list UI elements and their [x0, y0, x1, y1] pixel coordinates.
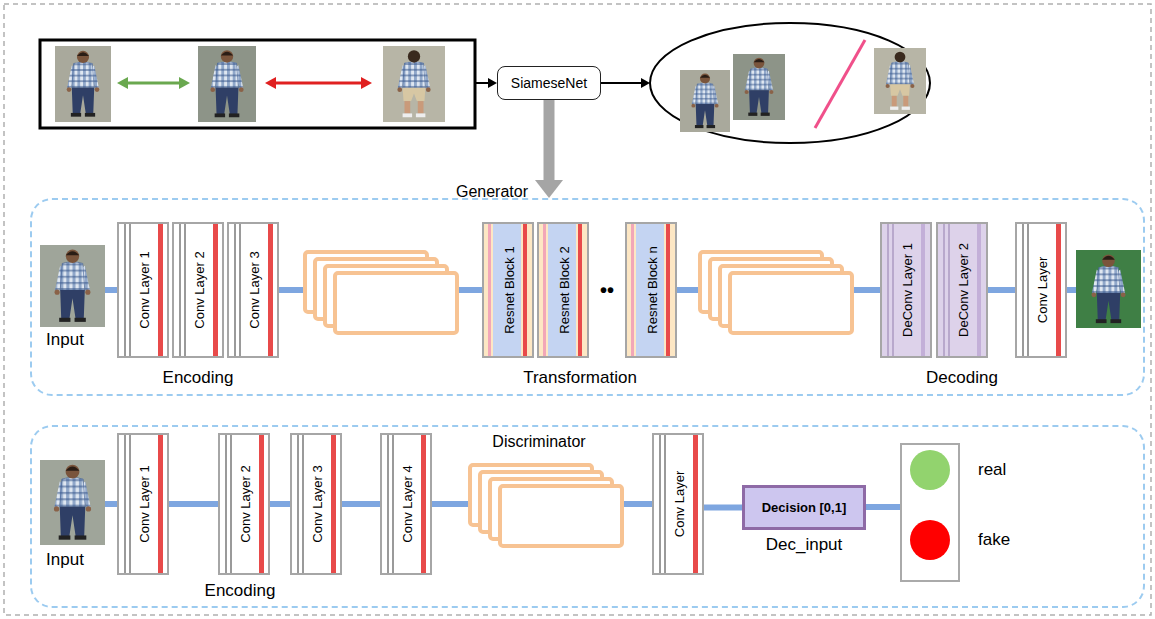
connector-line: [988, 287, 1015, 293]
deconv-layer: DeConv Layer 2: [936, 222, 988, 358]
connector-line: [270, 501, 290, 507]
layer-label: Conv Layer: [672, 471, 687, 537]
legend-swatch: [910, 450, 950, 490]
conv-layer: Conv Layer 2: [172, 222, 224, 358]
conv-layer: Conv Layer: [1015, 222, 1067, 358]
ellipsis-mark: ••: [600, 279, 614, 302]
result-ellipse: [650, 23, 930, 143]
connector-line: [544, 100, 555, 182]
conv-layer: Conv Layer 1: [117, 433, 169, 575]
decision-box: Decision [0,1]Dec_input: [742, 485, 866, 530]
layer-label: DeConv Layer 2: [956, 243, 971, 337]
layer-label: Conv Layer 3: [310, 465, 325, 542]
region-heading: Discriminator: [492, 433, 585, 451]
node-label: Dec_input: [766, 535, 843, 555]
layer-label: DeConv Layer 1: [900, 243, 915, 337]
layer-label: Conv Layer 2: [238, 465, 253, 542]
layer-label: Resnet Block 1: [502, 246, 517, 333]
layer-label: Conv Layer 4: [400, 465, 415, 542]
conv-layer: Conv Layer 3: [227, 222, 279, 358]
layer-label: Conv Layer 2: [192, 251, 207, 328]
outer-frame: [4, 4, 1151, 615]
connector-line: [704, 505, 742, 511]
resnet-block: Resnet Block 1: [482, 222, 534, 358]
connector: [270, 504, 290, 505]
layer-label: Conv Layer 1: [137, 251, 152, 328]
connector: [342, 504, 380, 505]
section-label: Transformation: [523, 368, 637, 388]
arrow-head: [535, 180, 563, 198]
legend-label: real: [978, 460, 1006, 480]
node-label: SiameseNet: [511, 75, 587, 91]
conv-layer: Conv Layer: [652, 433, 704, 575]
connector: [988, 290, 1015, 291]
layer-label: Conv Layer 3: [247, 251, 262, 328]
deconv-layer: DeConv Layer 1: [880, 222, 932, 358]
connector-line: [342, 501, 380, 507]
layer-label: Resnet Block 2: [557, 246, 572, 333]
connector: [535, 100, 563, 198]
layer-label: Conv Layer 1: [137, 465, 152, 542]
section-label: Input: [46, 550, 84, 570]
region-heading: Generator: [456, 183, 528, 201]
section-label: Input: [46, 330, 84, 350]
process-box: SiameseNet: [497, 66, 601, 100]
section-label: Decoding: [926, 368, 998, 388]
resnet-block: Resnet Block 2: [537, 222, 589, 358]
connector: [704, 507, 742, 508]
node-label: Decision [0,1]: [762, 500, 847, 515]
network-region: DiscriminatorConv Layer 1 Conv Layer 2 Con…: [30, 425, 1145, 608]
network-region: GeneratorConv Layer 1Conv Layer 2Conv La…: [30, 198, 1145, 396]
layer-label: Resnet Block n: [645, 246, 660, 333]
image-pair-box: [40, 40, 475, 128]
section-label: Encoding: [163, 368, 234, 388]
conv-layer: Conv Layer 3: [290, 433, 342, 575]
connector: [169, 504, 218, 505]
section-label: Encoding: [205, 581, 276, 601]
legend-label: fake: [978, 530, 1010, 550]
resnet-block: Resnet Block n: [625, 222, 677, 358]
conv-layer: Conv Layer 2: [218, 433, 270, 575]
layer-label: Conv Layer: [1035, 257, 1050, 323]
conv-layer: Conv Layer 1: [117, 222, 169, 358]
connector-line: [169, 501, 218, 507]
conv-layer: Conv Layer 4: [380, 433, 432, 575]
legend-swatch: [910, 520, 950, 560]
